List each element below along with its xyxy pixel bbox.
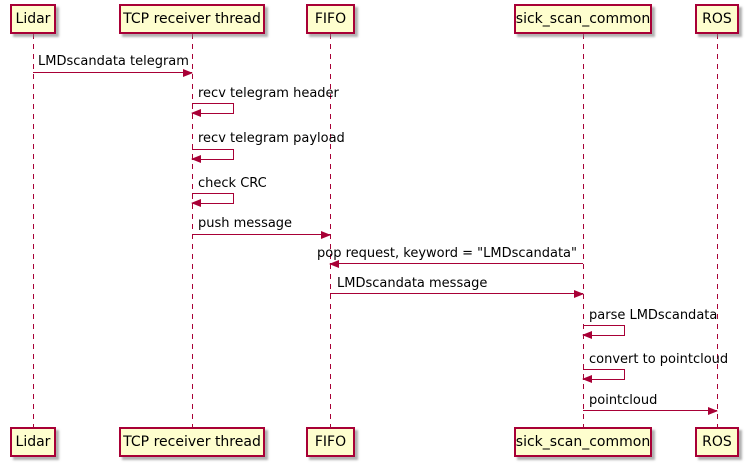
message-label-check-crc: check CRC [198,176,267,191]
participant-label: Lidar [15,11,51,27]
participant-tcp-receiver-thread-top: TCP receiver thread [119,4,265,34]
participant-label: TCP receiver thread [123,11,261,27]
arrowhead-left-icon [582,331,592,339]
participant-lidar-top: Lidar [10,4,56,34]
participant-label: ROS [702,11,732,27]
lifeline-sick-scan-common [583,34,584,427]
participant-label: Lidar [15,434,51,450]
participant-ros-bottom: ROS [695,427,739,457]
arrowhead-right-icon [574,290,584,298]
participant-ros-top: ROS [695,4,739,34]
participant-label: sick_scan_common [515,434,651,450]
message-label-recv-telegram-header: recv telegram header [198,86,339,101]
participant-sick-scan-common-bottom: sick_scan_common [514,427,652,457]
arrowhead-right-icon [183,69,193,77]
message-label-pop-request: pop request, keyword = "LMDscandata" [317,246,577,261]
lifeline-ros [717,34,718,427]
arrowhead-left-icon [191,155,201,163]
arrowhead-left-icon [582,375,592,383]
message-arrow [583,407,718,415]
participant-lidar-bottom: Lidar [10,427,56,457]
self-message-arrow [582,325,625,339]
participant-label: TCP receiver thread [123,434,261,450]
message-arrow [192,231,331,239]
participant-sick-scan-common-top: sick_scan_common [514,4,652,34]
message-arrow [330,290,584,298]
message-label-push-message: push message [198,216,293,231]
self-message-arrow [191,193,234,207]
message-label-parse-lmdscandata: parse LMDscandata [589,308,718,323]
self-message-arrow [582,369,625,383]
participant-fifo-bottom: FIFO [306,427,355,457]
self-message-arrow [191,103,234,117]
arrowhead-right-icon [708,407,718,415]
lifeline-tcp-receiver-thread [192,34,193,427]
self-message-arrow [191,149,234,163]
participant-label: FIFO [314,434,347,450]
participant-label: ROS [702,434,732,450]
participant-label: FIFO [314,11,347,27]
arrowhead-left-icon [191,109,201,117]
participant-fifo-top: FIFO [306,4,355,34]
message-label-convert-to-pointcloud: convert to pointcloud [589,352,729,367]
lifeline-fifo [330,34,331,427]
message-label-pointcloud: pointcloud [589,393,658,408]
message-label-recv-telegram-payload: recv telegram payload [198,131,345,146]
lifeline-lidar [33,34,34,427]
message-label-lmdscandata-telegram: LMDscandata telegram [38,54,189,69]
arrowhead-left-icon [191,199,201,207]
message-arrow [33,69,193,77]
participant-tcp-receiver-thread-bottom: TCP receiver thread [119,427,265,457]
message-label-lmdscandata-message: LMDscandata message [337,276,488,291]
arrowhead-right-icon [321,231,331,239]
arrowhead-left-icon [329,260,339,268]
participant-label: sick_scan_common [515,11,651,27]
message-arrow [329,260,583,268]
